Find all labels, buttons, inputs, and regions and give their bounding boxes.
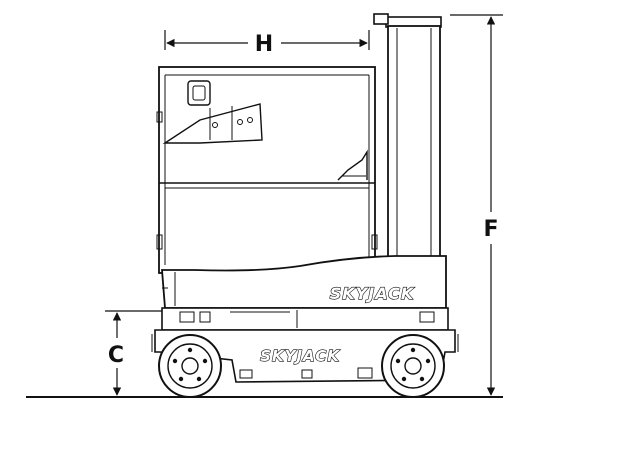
- base-brand-logo: SKYJACK: [260, 347, 340, 365]
- rear-wheel: [381, 334, 445, 398]
- front-wheel: [158, 334, 222, 398]
- dimension-f-label: F: [483, 217, 498, 242]
- platform-base: SKYJACK: [161, 255, 447, 309]
- dimension-c: C: [105, 310, 165, 396]
- tool-tray: [337, 149, 368, 181]
- mast: [373, 13, 442, 261]
- dimension-f: F: [450, 14, 503, 396]
- dimension-h: H: [164, 30, 370, 57]
- lower-chassis: SKYJACK: [151, 307, 459, 383]
- platform-cage: [156, 66, 378, 274]
- dimension-h-label: H: [255, 32, 273, 57]
- dimension-c-label: C: [108, 343, 124, 368]
- chassis-brand-logo: SKYJACK: [330, 284, 415, 303]
